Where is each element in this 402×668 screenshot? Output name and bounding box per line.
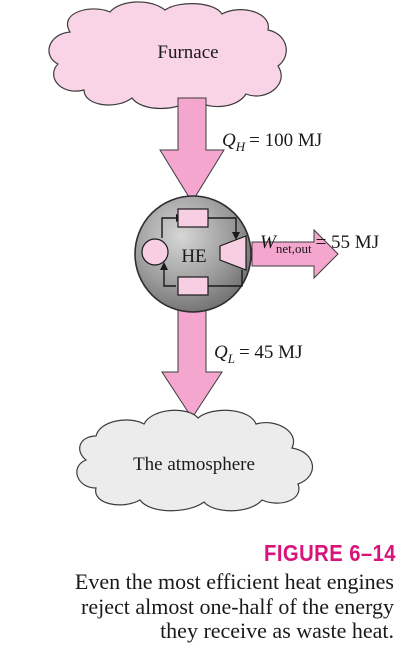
heat-rejection-label: QL = 45 MJ [214, 342, 302, 366]
work-output-label: Wnet,out = 55 MJ [260, 232, 379, 256]
heat-rejection-arrow [161, 305, 223, 419]
caption-line-3: they receive as waste heat. [160, 618, 394, 643]
heat-rejection-symbol: Q [214, 342, 228, 363]
condenser-component [177, 276, 209, 296]
turbine-component [219, 235, 247, 271]
heat-input-subscript: H [235, 139, 246, 154]
caption-line-1: Even the most efficient heat engines [74, 569, 394, 594]
atmosphere-cloud [76, 409, 314, 512]
engine-cycle [141, 208, 247, 296]
heat-rejection-subscript: L [227, 351, 235, 366]
atmosphere-label: The atmosphere [133, 454, 255, 475]
pump-component [141, 238, 169, 266]
work-output-arrow [251, 228, 339, 280]
work-output-subscript: net,out [276, 241, 312, 256]
heat-input-label: QH= 100 MJ [222, 130, 322, 154]
caption-line-2: reject almost one-half of the energy [81, 593, 394, 619]
heat-rejection-value: = 45 MJ [239, 342, 303, 363]
work-output-symbol: W [260, 232, 278, 253]
boiler-component [177, 208, 209, 228]
furnace-cloud [48, 1, 287, 109]
heat-input-value: = 100 MJ [249, 130, 322, 151]
figure-caption: Even the most efficient heat engines rej… [2, 569, 394, 644]
engine-label: HE [181, 246, 206, 267]
heat-input-symbol: Q [222, 130, 236, 151]
figure-label: FIGURE 6–14 [264, 540, 396, 566]
furnace-label: Furnace [157, 42, 218, 63]
work-output-value: = 55 MJ [316, 232, 380, 253]
heat-input-arrow [159, 97, 225, 203]
